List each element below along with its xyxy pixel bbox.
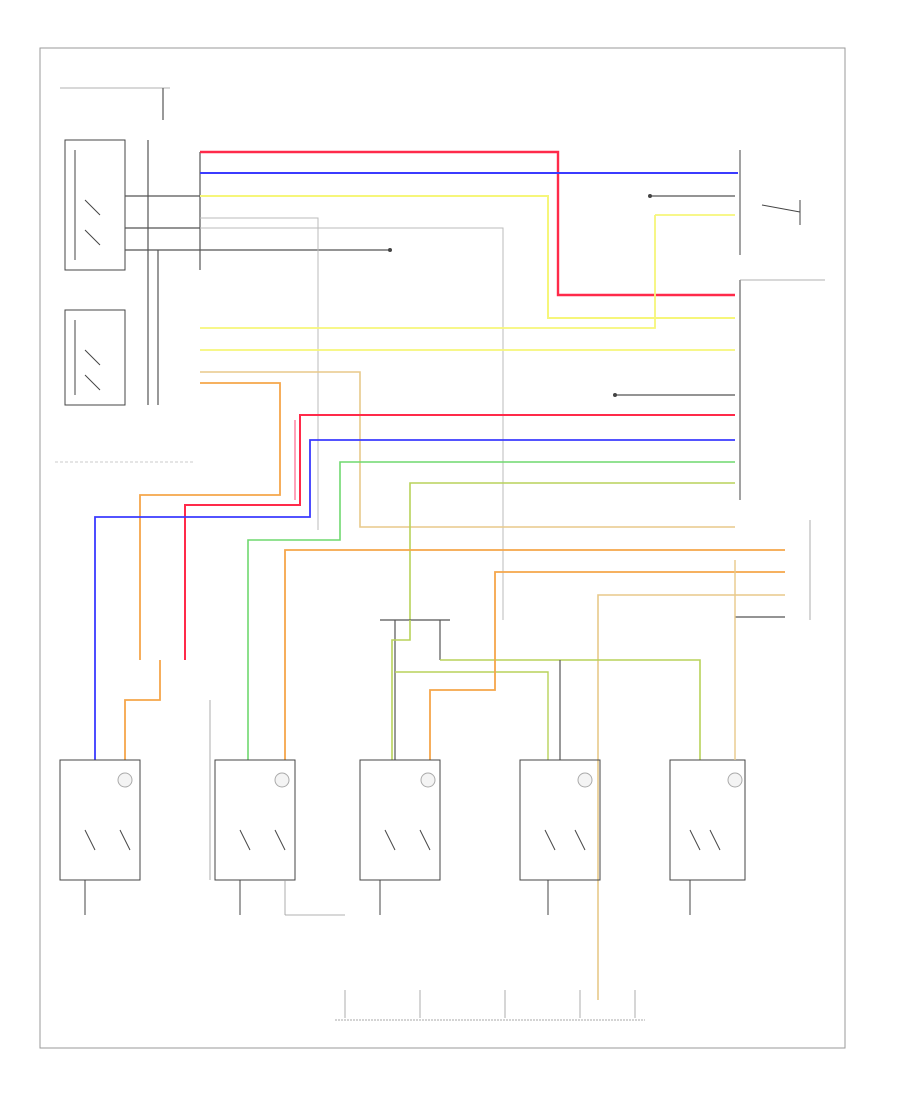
wire-pink [184, 414, 735, 660]
splice-node [380, 619, 450, 760]
wire-tan-2 [597, 594, 785, 1000]
lamp-icon [274, 772, 290, 788]
top-fuse [60, 87, 170, 120]
lamp-unit-left-rear [359, 759, 441, 915]
wire-olive-4 [395, 671, 549, 760]
lamp-unit-passenger [214, 759, 296, 915]
door-unlock-relay [64, 309, 126, 406]
lamp-unit-tailgate [669, 759, 746, 915]
wire-tan-unlock [200, 371, 735, 528]
lamp-icon [117, 772, 133, 788]
ground-point-3 [613, 393, 617, 397]
control-module [739, 279, 825, 500]
ground-point-2 [648, 194, 652, 198]
wire-yellow-top [200, 195, 735, 319]
wire-orange-2 [284, 549, 785, 760]
wire-gray-1 [200, 217, 319, 530]
wire-olive-2 [391, 620, 411, 760]
wire-gray-2 [200, 227, 504, 620]
wire-green [247, 461, 735, 760]
lamp-icon [577, 772, 593, 788]
wire-orange-4 [429, 640, 496, 760]
wire-yellow-lock [200, 215, 656, 329]
door-lock-relay [64, 139, 126, 271]
wire-blue-lower [94, 439, 735, 760]
lamp-icon [727, 772, 743, 788]
lamp-unit-driver [59, 759, 141, 915]
wire-red-top [200, 150, 735, 297]
wire-orange-3 [494, 571, 785, 640]
lamp-unit-right-rear [519, 759, 601, 915]
driver-door-switch [739, 150, 801, 255]
wire-olive-3 [440, 659, 701, 760]
diagram-frame [39, 47, 846, 1049]
wire-olive [409, 482, 735, 620]
wire-orange-unlock [139, 382, 281, 660]
lamp-icon [420, 772, 436, 788]
ground-bus [335, 990, 645, 1021]
wire-orange-driver [124, 660, 161, 760]
ground-point-1 [388, 248, 392, 252]
